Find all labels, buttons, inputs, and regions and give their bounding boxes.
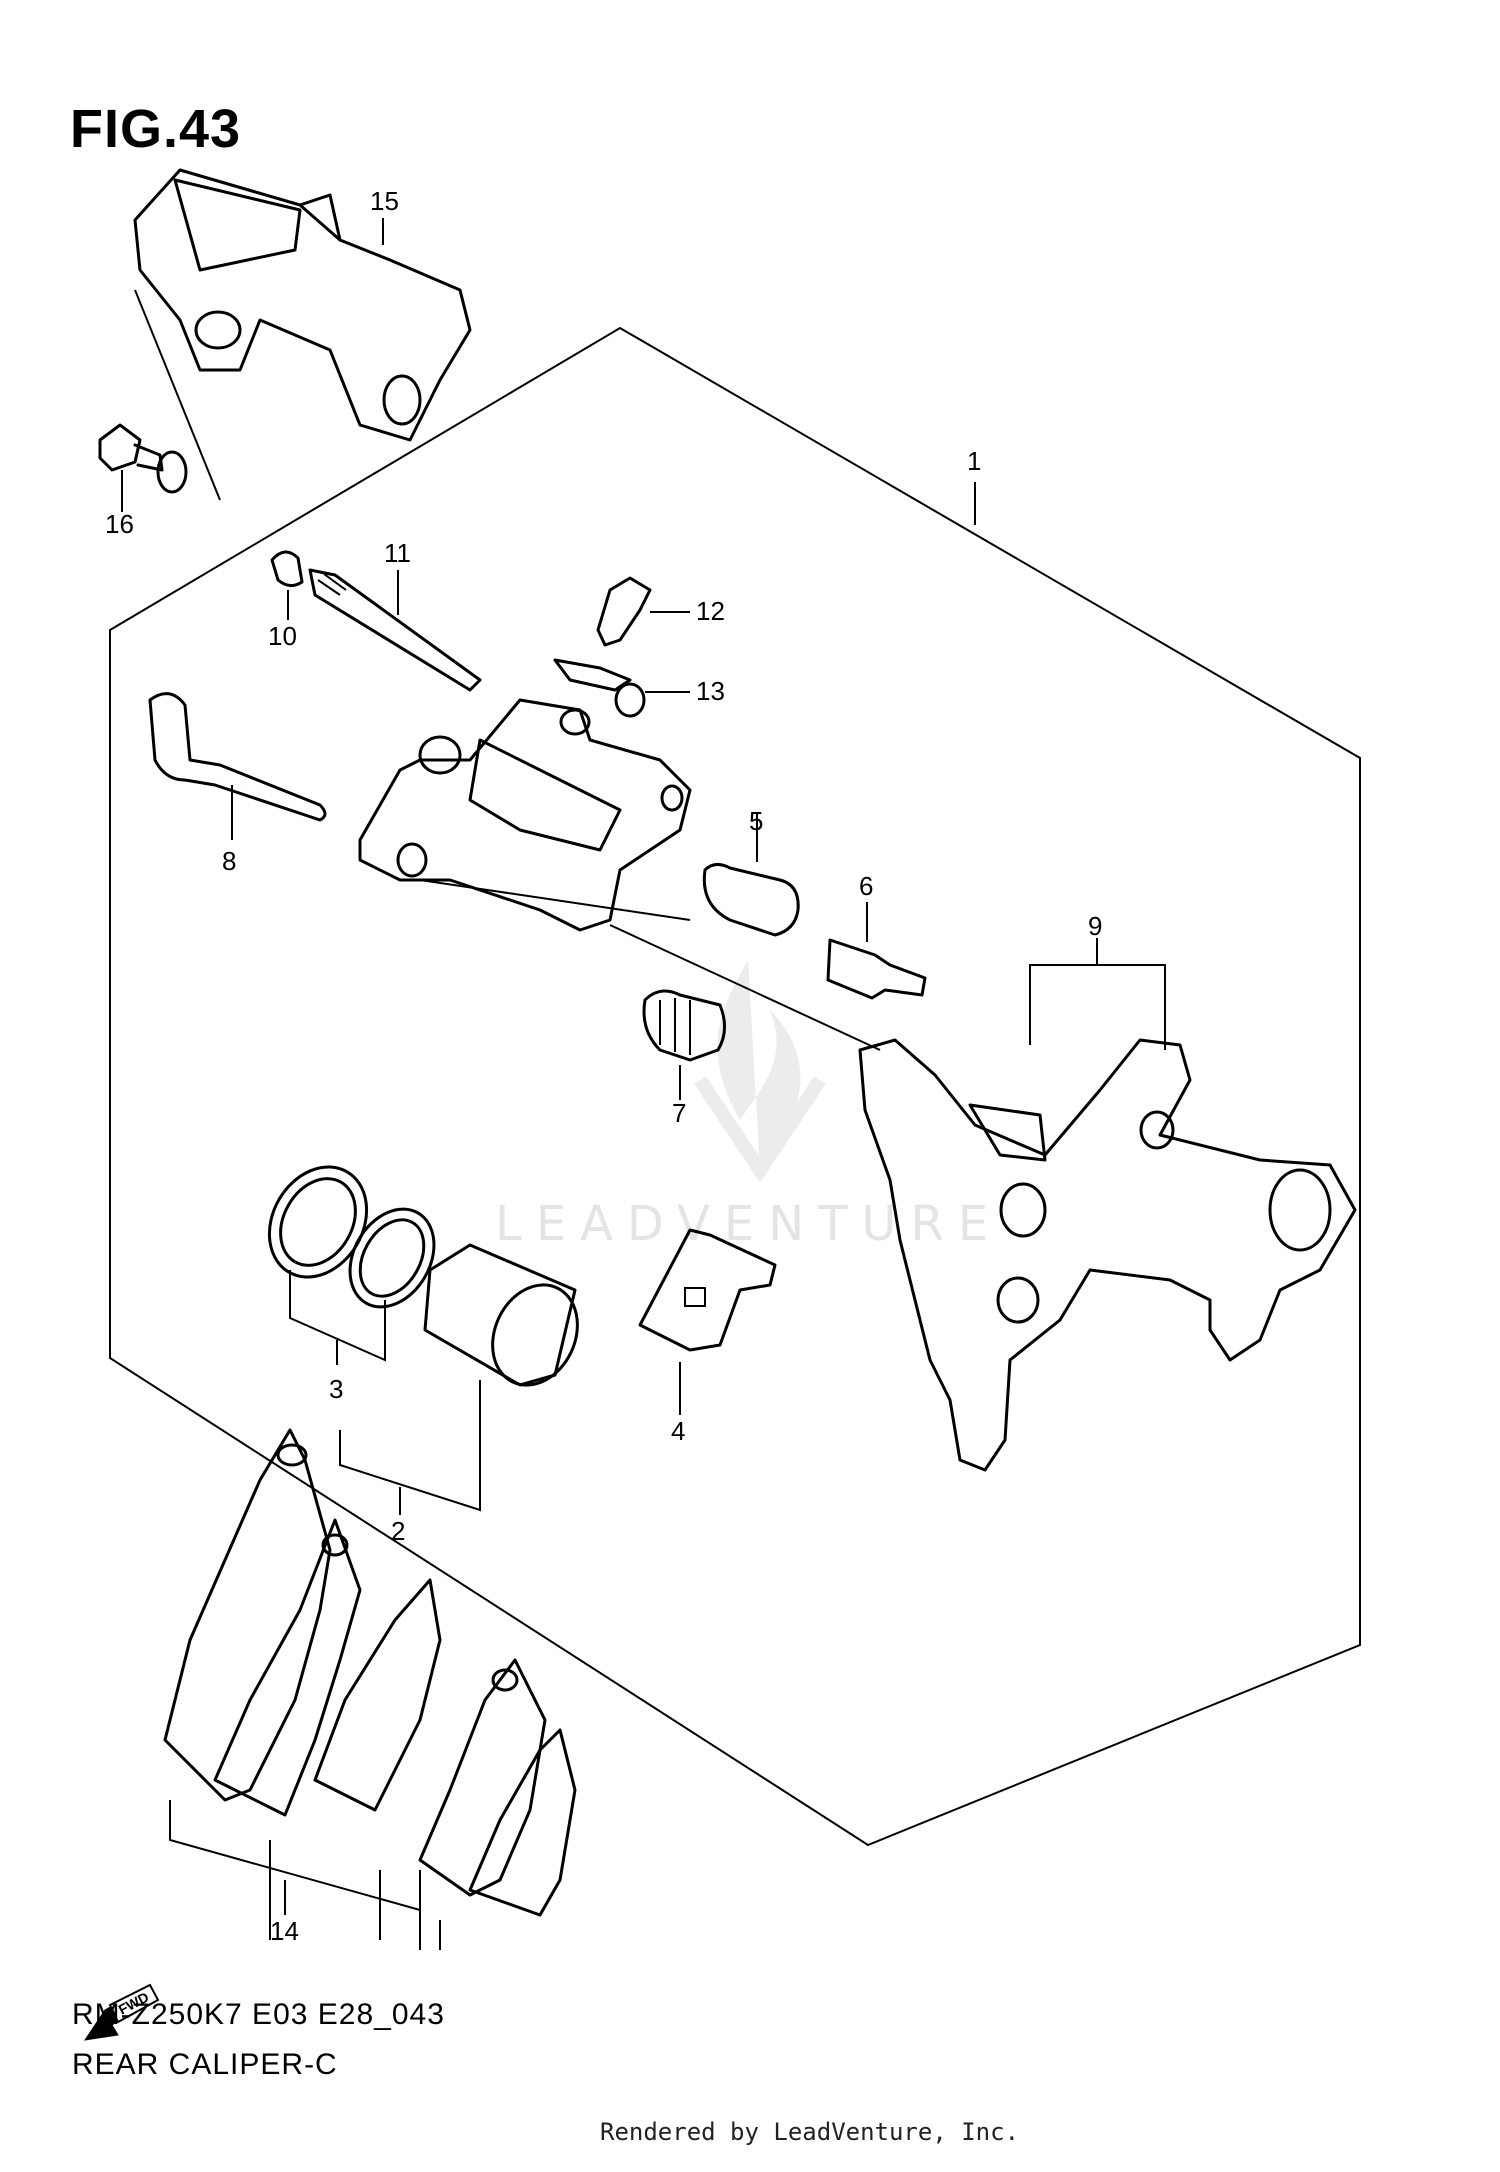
callout-2: 2: [391, 1516, 405, 1546]
callout-4: 4: [671, 1416, 685, 1446]
brake-pad-part: [163, 1428, 577, 1950]
bleeder-cap-part: [553, 658, 690, 718]
callout-8: 8: [222, 846, 236, 876]
figure-name: REAR CALIPER-C: [72, 2048, 338, 2081]
callout-9: 9: [1088, 911, 1102, 941]
callout-11: 11: [384, 538, 411, 568]
piston-seal-part: [267, 1165, 436, 1365]
callout-3: 3: [329, 1374, 343, 1404]
pad-spring-part: [638, 1228, 777, 1415]
bracket-holder-part: [133, 168, 472, 501]
sleeve-part: [702, 812, 800, 937]
caliper-bracket-part: [858, 938, 1357, 1472]
render-credit: Rendered by LeadVenture, Inc.: [600, 2118, 1020, 2146]
bleeder-valve-part: [596, 576, 690, 647]
callout-12: 12: [696, 596, 725, 626]
pin-part: [308, 568, 482, 692]
callout-labels: 1 2 3 4 5 6 7 8 9 10 11 12 13 14 15 16: [105, 186, 1102, 1946]
watermark-text: LEADVENTURE: [495, 1196, 1002, 1252]
callout-14: 14: [270, 1916, 299, 1946]
callout-10: 10: [268, 621, 297, 651]
caliper-assembly-outline: [109, 326, 1361, 1847]
caliper-body-part: [358, 698, 881, 1051]
cap-part: [270, 550, 304, 620]
model-code: RM-Z250K7 E03 E28_043: [72, 1998, 445, 2031]
piston-part: [339, 1243, 579, 1515]
callout-16: 16: [105, 509, 134, 539]
callout-6: 6: [859, 871, 873, 901]
callout-1: 1: [967, 446, 981, 476]
callout-7: 7: [672, 1098, 686, 1128]
bolt-washer-part: [98, 423, 188, 512]
figure-title: FIG.43: [70, 99, 242, 159]
callout-15: 15: [370, 186, 399, 216]
callout-13: 13: [696, 676, 725, 706]
callout-5: 5: [749, 806, 763, 836]
boot-part: [642, 989, 726, 1100]
watermark: LEADVENTURE: [495, 960, 1002, 1252]
slide-pin-part: [826, 902, 927, 1000]
guide-pin-part: [148, 692, 327, 840]
